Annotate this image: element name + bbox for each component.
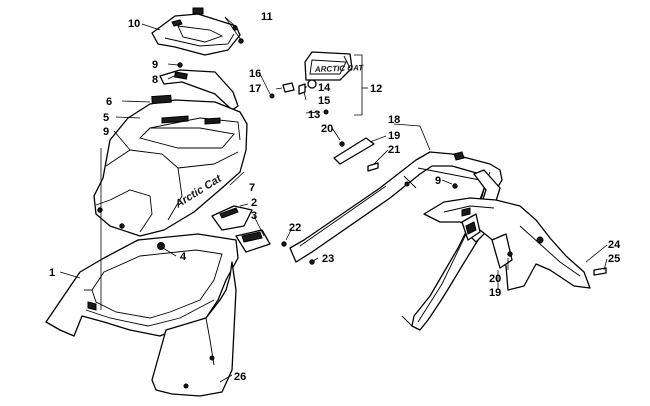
callout-17: 17 bbox=[249, 83, 261, 95]
mounting-plate bbox=[159, 69, 239, 111]
bracket-screw-lower bbox=[507, 251, 513, 257]
tail-light-assembly: ARCTIC CAT bbox=[304, 51, 365, 81]
tail-light-grommet bbox=[282, 82, 295, 93]
callout-19: 19 bbox=[388, 130, 400, 142]
callout-1: 1 bbox=[49, 267, 55, 279]
callout-labels: 10 11 9 8 6 5 9 7 2 3 4 1 26 16 17 14 15… bbox=[49, 11, 621, 383]
clip-nut-upper bbox=[177, 62, 183, 68]
bracket-bolt bbox=[367, 162, 379, 172]
callout-11: 11 bbox=[261, 11, 273, 23]
callout-3: 3 bbox=[251, 210, 257, 222]
callout-16: 16 bbox=[249, 68, 261, 80]
callout-26: 26 bbox=[234, 371, 246, 383]
grab-bar bbox=[289, 151, 503, 331]
callout-8: 8 bbox=[152, 74, 158, 86]
callout-13: 13 bbox=[308, 109, 320, 121]
rear-trim-upper bbox=[211, 205, 253, 231]
frame-nut bbox=[452, 183, 458, 189]
callout-19: 19 bbox=[489, 287, 501, 299]
tail-light-socket bbox=[307, 79, 317, 89]
callout-25: 25 bbox=[608, 253, 620, 265]
callout-23: 23 bbox=[322, 253, 334, 265]
callout-10: 10 bbox=[128, 18, 140, 30]
callout-20: 20 bbox=[489, 273, 501, 285]
callout-21: 21 bbox=[388, 144, 400, 156]
storage-lid bbox=[151, 7, 241, 56]
bracket-upper bbox=[333, 137, 375, 165]
drain-grommet bbox=[157, 242, 165, 250]
callout-7: 7 bbox=[249, 182, 255, 194]
rear-tray bbox=[45, 233, 239, 337]
bumper-bolt bbox=[281, 241, 287, 247]
callout-6: 6 bbox=[106, 96, 112, 108]
callout-18: 18 bbox=[388, 114, 400, 126]
callout-12: 12 bbox=[370, 83, 382, 95]
tail-light-screw bbox=[269, 93, 275, 99]
callout-14: 14 bbox=[318, 82, 331, 94]
callout-20: 20 bbox=[321, 123, 333, 135]
callout-2: 2 bbox=[251, 197, 257, 209]
callout-9: 9 bbox=[152, 59, 158, 71]
callout-9: 9 bbox=[435, 175, 441, 187]
callout-4: 4 bbox=[180, 251, 187, 263]
rear-flap bbox=[151, 261, 237, 397]
callout-9: 9 bbox=[103, 126, 109, 138]
bracket-screw-upper bbox=[339, 141, 345, 147]
bracket-lower bbox=[491, 233, 513, 269]
leader-lines bbox=[59, 16, 608, 383]
callout-5: 5 bbox=[103, 112, 109, 124]
seat-body: Arctic Cat bbox=[93, 94, 248, 237]
fender-bolt bbox=[593, 267, 607, 276]
tail-light-bulb bbox=[298, 83, 306, 95]
tail-light-decal: ARCTIC CAT bbox=[314, 63, 365, 74]
callout-15: 15 bbox=[318, 95, 330, 107]
callout-24: 24 bbox=[608, 239, 621, 251]
callout-22: 22 bbox=[289, 222, 301, 234]
